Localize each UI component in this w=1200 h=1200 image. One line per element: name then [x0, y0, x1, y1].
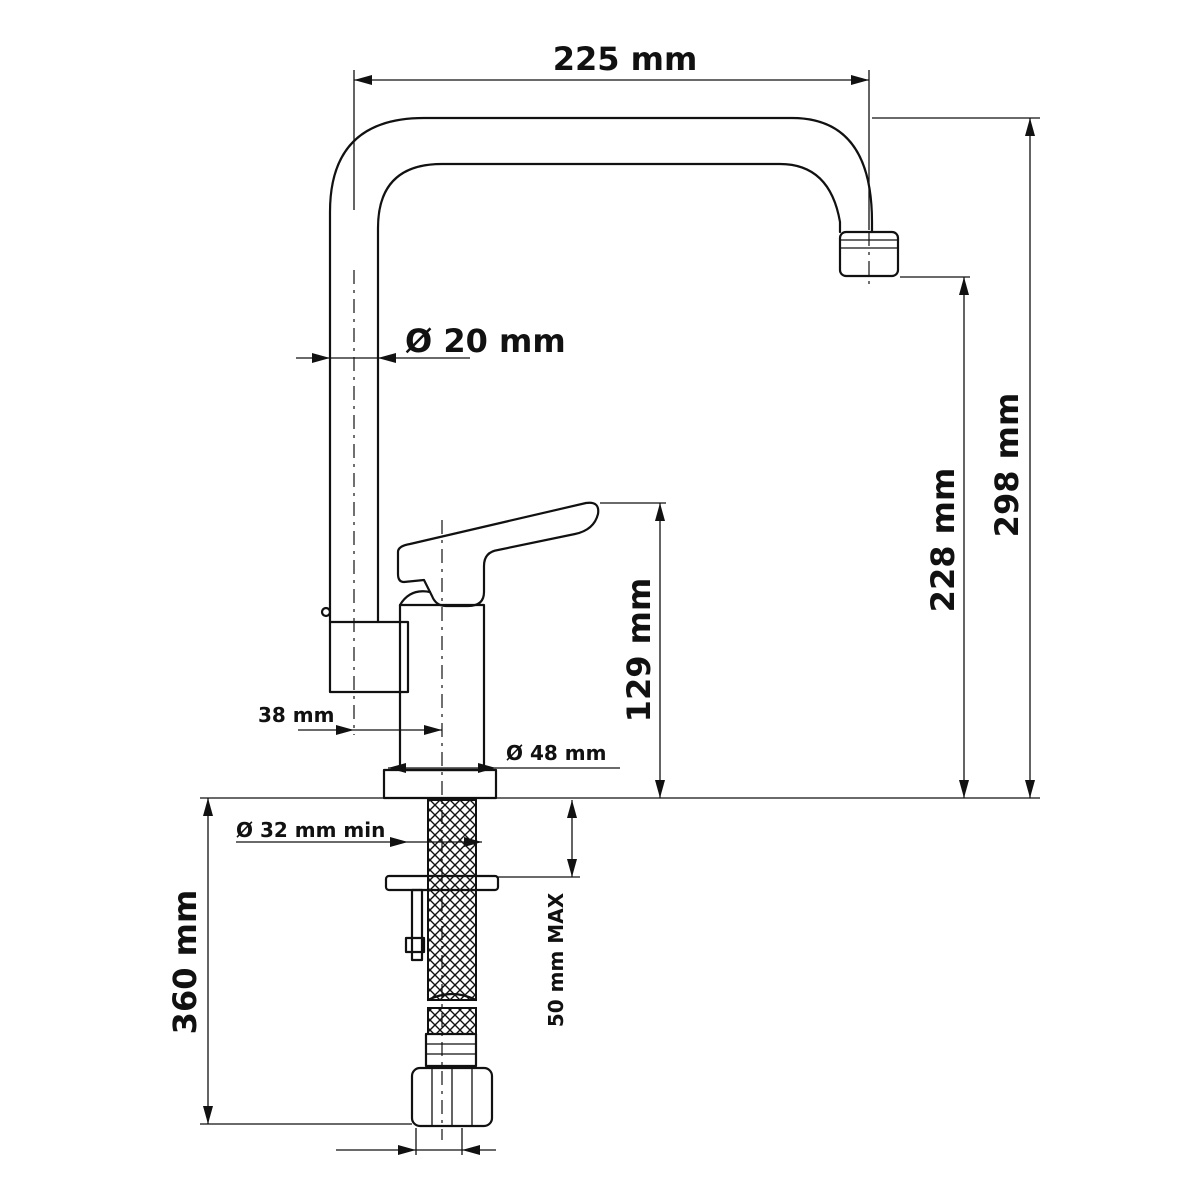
- dim-total-height: 298 mm: [988, 393, 1026, 538]
- hose-ferrule: [424, 1032, 478, 1068]
- spout-collar: [328, 620, 410, 694]
- dim-body-offset: 38 mm: [258, 703, 334, 727]
- dim-spout-reach: 225 mm: [553, 40, 698, 78]
- fixing-stud: [410, 888, 424, 962]
- dim-outlet-height: 228 mm: [924, 468, 962, 613]
- braided-hose: [427, 799, 477, 1001]
- lever-handle: [396, 501, 600, 608]
- base-plate: [382, 768, 498, 800]
- faucet-outline: [200, 116, 1040, 800]
- dim-base-diameter: Ø 48 mm: [506, 741, 606, 765]
- centre-lines: [353, 232, 870, 1140]
- spout-tube-inner: [376, 162, 842, 624]
- dimension-labels: 225 mm Ø 20 mm 298 mm 228 mm 129 mm 38 m…: [166, 40, 1026, 1034]
- dim-tube-diameter: Ø 20 mm: [405, 322, 566, 360]
- braided-hose-lower: [427, 1007, 477, 1035]
- extension-lines: [200, 70, 1040, 1155]
- dim-deck-thickness: 50 mm MAX: [544, 892, 568, 1027]
- dimension-lines: [203, 75, 1035, 1155]
- dim-hose-length: 360 mm: [166, 890, 204, 1035]
- dim-hole-diameter: Ø 32 mm min: [236, 818, 385, 842]
- spout-tube-outer: [328, 116, 874, 624]
- dim-lever-height: 129 mm: [620, 578, 658, 723]
